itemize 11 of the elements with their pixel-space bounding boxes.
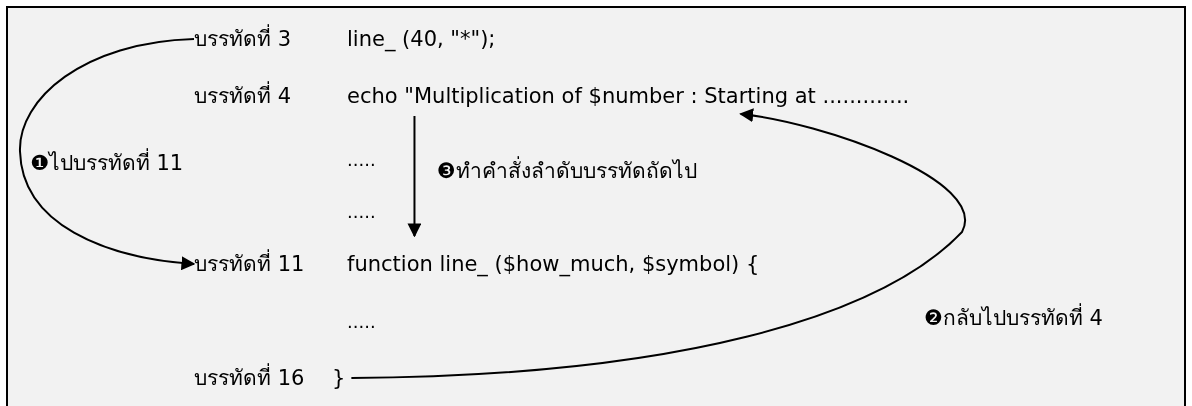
code-line-text: line_ (40, "*");: [347, 27, 496, 51]
code-line-text: echo "Multiplication of $number : Starting at .............: [347, 84, 910, 108]
ellipsis-text: .....: [347, 150, 376, 170]
curved-arrow: [350, 108, 967, 379]
ellipsis-text: .....: [347, 312, 376, 332]
panel-background: [6, 6, 1186, 406]
code-line-text: function line_ ($how_much, $symbol) {: [347, 252, 760, 276]
ellipsis-text: .....: [347, 202, 376, 222]
curved-arrow: [19, 38, 196, 270]
curved-arrow: [407, 115, 422, 238]
code-line-text: }: [332, 366, 346, 390]
